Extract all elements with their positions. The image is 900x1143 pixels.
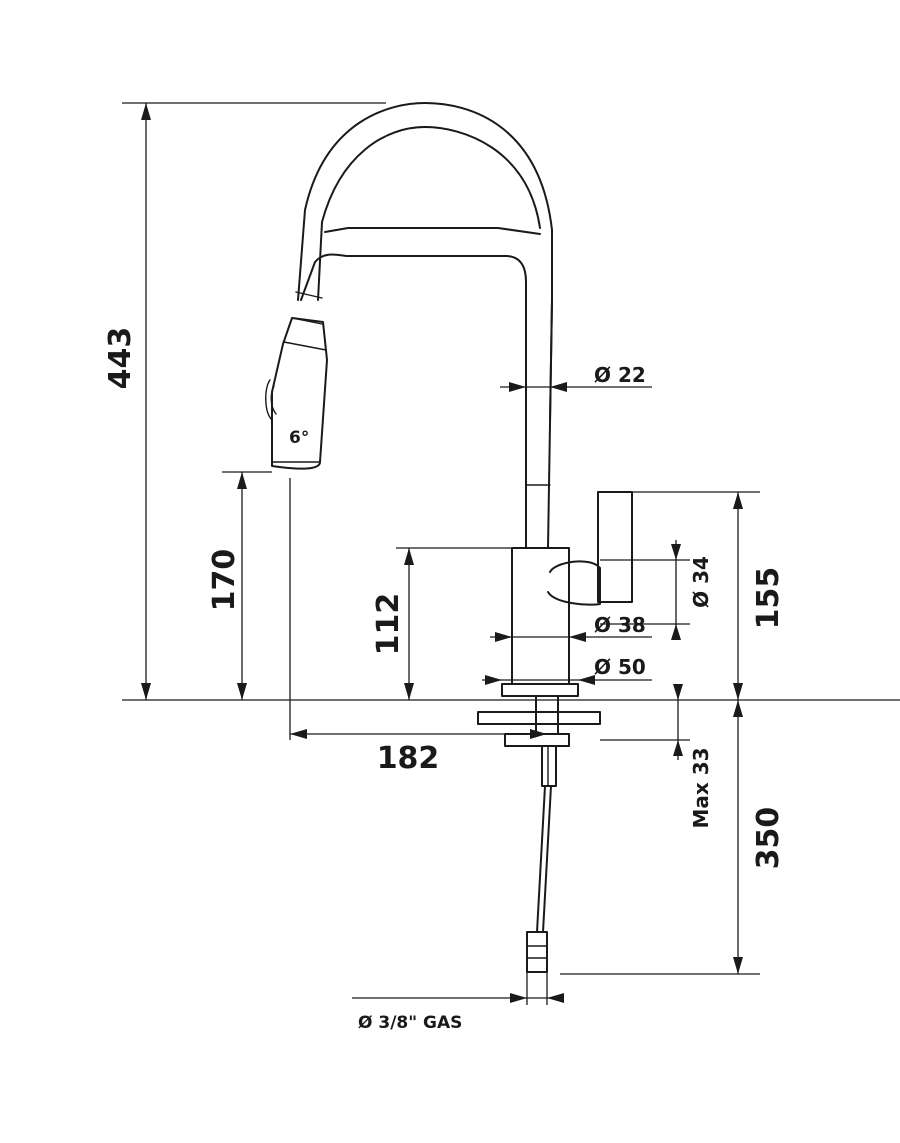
flex-hose (542, 785, 552, 933)
label-lever-height: 155 (751, 567, 786, 630)
faucet-outline: 6° (265, 102, 633, 973)
spout-body-right (547, 299, 553, 549)
lever-handle (597, 491, 633, 603)
spout-crossbar (324, 227, 541, 235)
deck-gasket (477, 711, 601, 725)
spout-neck (300, 253, 527, 549)
label-max-deck-thickness: Max 33 (689, 747, 713, 828)
spout-arch-inner (317, 126, 541, 301)
label-total-height: 443 (103, 327, 138, 390)
label-reach: 182 (377, 741, 440, 776)
extension-lines (122, 102, 900, 1005)
faucet-base (501, 683, 579, 697)
dimension-labels: 443 170 112 155 350 Max 33 Ø 34 182 Ø 22… (103, 327, 786, 1033)
spray-button-icon (265, 379, 277, 421)
hose-nut (526, 931, 548, 973)
stud-lower (541, 745, 557, 787)
faucet-body (511, 547, 570, 685)
dimension-lines (141, 103, 743, 1003)
label-spout-diameter: Ø 22 (594, 363, 646, 387)
label-hose-length: 350 (751, 807, 786, 870)
label-spout-outlet-height: 170 (207, 549, 242, 612)
threaded-stud (535, 695, 559, 735)
spray-head (271, 317, 328, 470)
label-body-height: 112 (371, 593, 406, 656)
spout-arch-outer (297, 102, 553, 421)
label-base-diameter: Ø 50 (594, 655, 646, 679)
spray-head-band (283, 341, 327, 351)
label-connection: Ø 3/8" GAS (358, 1013, 462, 1033)
label-lever-diameter: Ø 34 (689, 556, 713, 608)
label-body-diameter: Ø 38 (594, 613, 646, 637)
lever-connector (547, 560, 601, 606)
flex-hose (536, 785, 546, 933)
spray-mode-icon: 6° (289, 428, 309, 448)
spout-ring (295, 291, 323, 299)
